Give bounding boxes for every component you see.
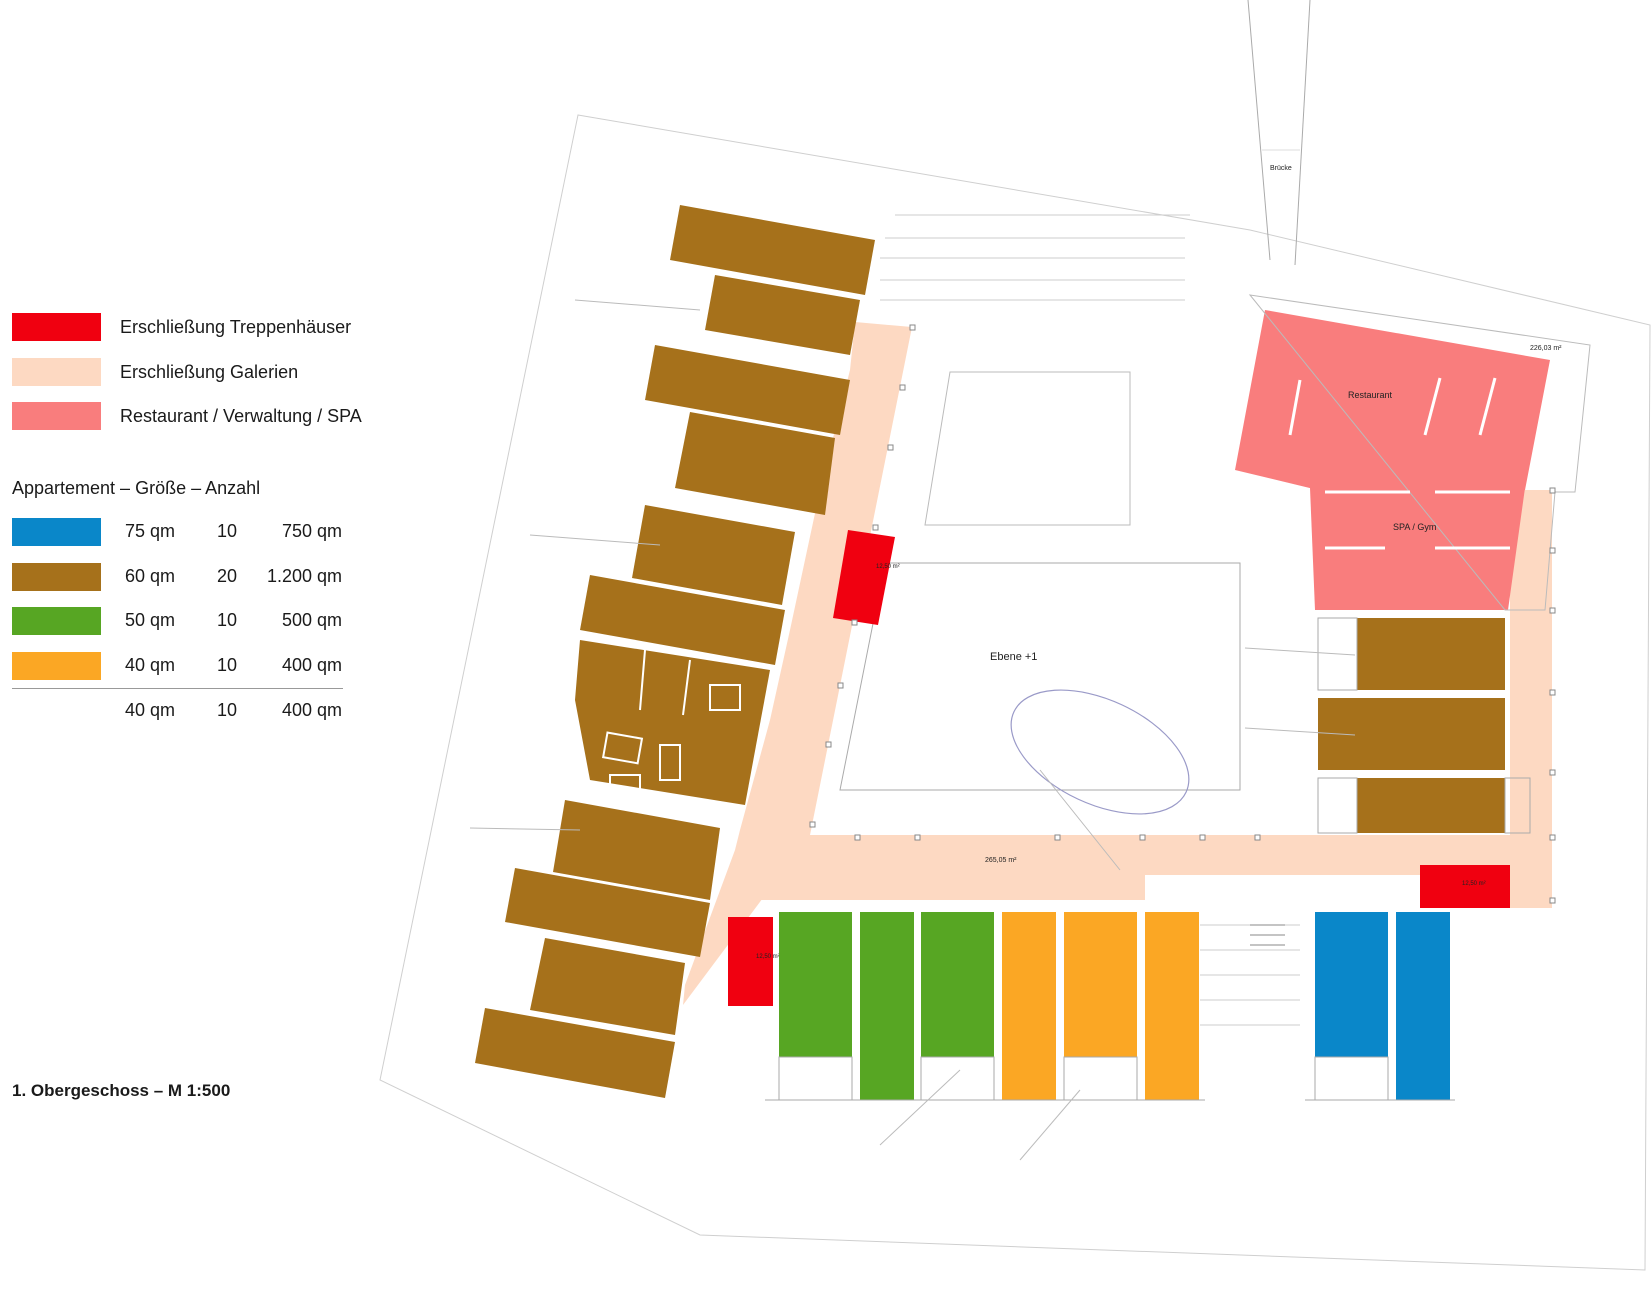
apartment-swatch-40 [12,652,101,680]
restaurant-spa [1235,294,1591,611]
apartment-60 [645,345,850,435]
apartment-size: 60 qm [124,566,175,586]
apartment-count: 10 [216,655,237,675]
apartment-60 [530,938,685,1035]
apartment-row-50: 50 qm 10 500 qm [12,607,342,635]
summary-total: 400 qm [281,700,342,720]
apartment-60 [475,1008,675,1098]
apartment-75 [1315,912,1388,1057]
apartment-60 [675,412,835,515]
leader-lines [469,299,1356,1161]
stair-core [833,530,895,625]
south-wing-apartments [779,912,1450,1100]
level-label: Ebene +1 [990,651,1037,663]
top-terraces [880,214,1190,301]
apartment-total: 750 qm [281,521,342,541]
legend-swatch-restaurant [12,402,101,430]
bridge-label: Brücke [1270,165,1292,172]
legend-item-restaurant: Restaurant / Verwaltung / SPA [12,402,362,430]
apartment-swatch-75 [12,518,101,546]
apartment-60 [505,868,710,957]
apartment-60 [1318,698,1505,770]
apartment-60 [575,640,770,805]
apartment-total: 500 qm [281,610,342,630]
apartment-count: 10 [216,610,237,630]
apartment-total: 1.200 qm [266,566,342,586]
apartment-row-summary: 40 qm 10 400 qm [12,697,342,725]
east-balconies [1317,617,1531,834]
apartment-60 [580,575,785,665]
apartment-60 [670,205,875,295]
apartment-size: 50 qm [124,610,175,630]
apartment-table-heading: Appartement – Größe – Anzahl [12,478,261,498]
apartment-40 [1145,912,1199,1100]
restaurant-area-value: 226,03 m² [1530,345,1562,352]
apartment-size: 40 qm [124,655,175,675]
apartment-75 [1396,912,1450,1100]
apartment-row-75: 75 qm 10 750 qm [12,518,342,546]
gallery-circulation [683,322,1552,1005]
spa-label: SPA / Gym [1393,522,1436,532]
stair-core [1420,865,1510,908]
legend-swatch-stairs [12,313,101,341]
apartment-60 [1357,618,1505,690]
east-wing-apartments [1318,618,1505,833]
apartment-row-60: 60 qm 20 1.200 qm [12,563,342,591]
gallery-west [683,322,912,1005]
south-terraces [1200,924,1300,1026]
legend-item-galleries: Erschließung Galerien [12,358,298,386]
stair-cores [728,530,1510,1006]
stair-area-2: 12,50 m² [756,954,780,960]
gallery-area: 265,05 m² [985,857,1017,864]
legend-label-galleries: Erschließung Galerien [120,361,299,382]
furniture [601,649,741,794]
bridge [1247,0,1311,266]
summary-size: 40 qm [124,700,175,720]
gallery-east [1510,490,1552,908]
plan-caption: 1. Obergeschoss – M 1:500 [12,1081,231,1100]
stair-area-3: 12,50 m² [1462,881,1486,887]
apartment-50 [860,912,914,1100]
legend-label-restaurant: Restaurant / Verwaltung / SPA [120,405,362,426]
restaurant-label: Restaurant [1348,390,1393,400]
apartment-50 [921,912,994,1057]
columns [809,324,1556,904]
apartment-40 [1002,912,1056,1100]
west-wing-apartments [475,205,875,1098]
apartment-count: 20 [216,566,237,586]
apartment-40 [1064,912,1137,1057]
apartment-count: 10 [216,521,237,541]
apartment-size: 75 qm [124,521,175,541]
courtyard-upper [924,371,1131,526]
south-balconies [765,1056,1455,1101]
spa-area [1310,488,1525,610]
gallery-south [735,835,1538,908]
apartment-60 [553,800,720,900]
apartment-total: 400 qm [281,655,342,675]
apartment-60 [632,505,795,605]
legend-label-stairs: Erschließung Treppenhäuser [120,316,352,337]
stair-area-1: 12,50 m² [876,564,900,570]
courtyard-level [839,562,1241,791]
stair-core [728,917,773,1006]
apartment-swatch-60 [12,563,101,591]
restaurant-area [1235,310,1550,490]
apartment-50 [779,912,852,1057]
courtyard-oval [1010,689,1190,815]
apartment-swatch-50 [12,607,101,635]
apartment-row-40: 40 qm 10 400 qm [12,652,342,680]
apartment-table-rule [12,688,343,689]
legend-item-stairs: Erschließung Treppenhäuser [12,313,351,341]
legend-swatch-galleries [12,358,101,386]
apartment-60 [705,275,860,355]
apartment-60 [1357,778,1505,833]
summary-count: 10 [216,700,237,720]
site-outline [379,114,1651,1271]
